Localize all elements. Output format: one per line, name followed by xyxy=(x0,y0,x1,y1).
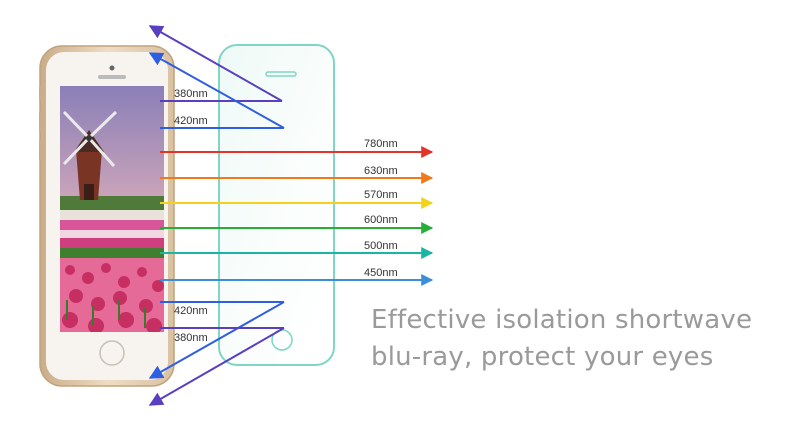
label-500nm: 500nm xyxy=(364,240,398,252)
phone xyxy=(39,45,175,387)
windmill xyxy=(62,110,118,200)
speaker-grille xyxy=(98,75,126,79)
mute-switch xyxy=(39,86,42,100)
speaker-cutout xyxy=(265,71,297,77)
label-630nm: 630nm xyxy=(364,165,398,177)
ray-420nm-bottom-reflect xyxy=(148,301,285,379)
home-button xyxy=(99,340,125,366)
label-570nm: 570nm xyxy=(364,189,398,201)
label-380nm-bottom: 380nm xyxy=(174,332,208,344)
camera-icon xyxy=(109,65,115,71)
label-780nm: 780nm xyxy=(364,138,398,150)
screen-wallpaper xyxy=(60,86,164,332)
ray-380nm-bottom-reflect xyxy=(148,327,285,406)
ray-420nm-top-reflect xyxy=(148,52,285,129)
caption-line-1: Effective isolation shortwave xyxy=(371,305,753,335)
label-450nm: 450nm xyxy=(364,267,398,279)
label-380nm-top: 380nm xyxy=(174,88,208,100)
blocked-rays xyxy=(148,25,285,406)
tempered-glass-protector xyxy=(218,44,335,366)
ray-380nm-top-reflect xyxy=(148,25,283,102)
caption-line-2: blu-ray, protect your eyes xyxy=(371,342,714,372)
volume-up-button xyxy=(39,112,42,132)
label-600nm: 600nm xyxy=(364,214,398,226)
volume-down-button xyxy=(39,140,42,160)
passing-rays xyxy=(160,146,434,286)
label-420nm-top: 420nm xyxy=(174,115,208,127)
label-420nm-bottom: 420nm xyxy=(174,305,208,317)
